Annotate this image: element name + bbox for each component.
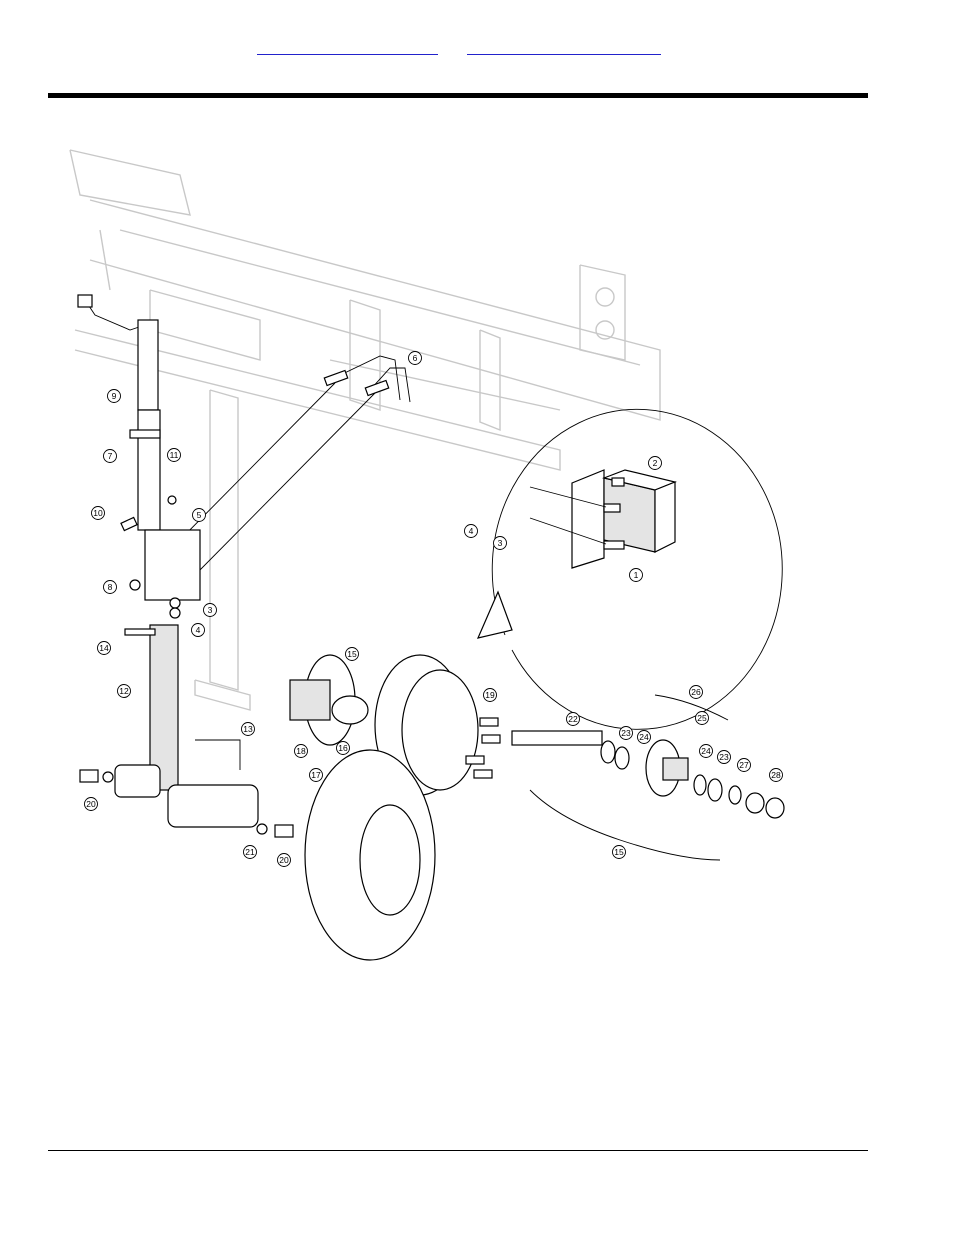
callout-label: 15 [614,847,624,857]
callout-c27: 27 [738,759,751,772]
header-rule [48,93,868,98]
callout-c20a: 20 [85,798,98,811]
callout-c23a: 23 [620,727,633,740]
callout-c7: 7 [104,450,117,463]
callout-label: 13 [243,724,253,734]
callout-c21: 21 [244,846,257,859]
callout-c20b: 20 [278,854,291,867]
callout-label: 4 [469,526,474,536]
footer-rule [48,1150,868,1151]
callout-label: 20 [86,799,96,809]
callout-label: 7 [108,451,113,461]
callout-label: 24 [639,732,649,742]
callout-label: 28 [771,770,781,780]
callout-label: 16 [338,743,348,753]
parts-diagram: 1233445678910111213141515161718192020212… [60,130,820,990]
header-link-1[interactable] [257,44,438,55]
callout-label: 14 [99,643,109,653]
callout-c18: 18 [295,745,308,758]
callout-label: 12 [119,686,129,696]
callout-label: 8 [108,582,113,592]
callout-c25: 25 [696,712,709,725]
callout-c6: 6 [409,352,422,365]
callout-label: 21 [245,847,255,857]
callout-label: 9 [112,391,117,401]
callout-c4b: 4 [192,624,205,637]
callout-label: 23 [719,752,729,762]
callout-c23b: 23 [718,751,731,764]
parts-diagram-svg: 1233445678910111213141515161718192020212… [60,130,820,990]
callout-c16: 16 [337,742,350,755]
callout-c10: 10 [92,507,105,520]
callout-label: 4 [196,625,201,635]
callout-label: 25 [697,713,707,723]
callout-c11: 11 [168,449,181,462]
callout-label: 18 [296,746,306,756]
callout-label: 3 [208,605,213,615]
callout-c3b: 3 [204,604,217,617]
callout-label: 15 [347,649,357,659]
callout-label: 11 [170,450,179,460]
callout-c9: 9 [108,390,121,403]
callout-c2: 2 [649,457,662,470]
callout-c28: 28 [770,769,783,782]
callout-c1: 1 [630,569,643,582]
callout-label: 17 [311,770,321,780]
callout-c13: 13 [242,723,255,736]
callout-c22: 22 [567,713,580,726]
callout-label: 20 [279,855,289,865]
callout-label: 23 [621,728,631,738]
callout-label: 10 [93,508,103,518]
callout-label: 24 [701,746,711,756]
mount-tube [530,470,675,568]
callout-c24b: 24 [700,745,713,758]
callout-c12: 12 [118,685,131,698]
callout-label: 5 [197,510,202,520]
callout-label: 6 [413,353,418,363]
callout-c17: 17 [310,769,323,782]
callout-c8: 8 [104,581,117,594]
callout-label: 1 [634,570,639,580]
callout-c15b: 15 [613,846,626,859]
callout-label: 26 [691,687,701,697]
callout-c19: 19 [484,689,497,702]
callout-label: 3 [498,538,503,548]
callout-label: 22 [568,714,578,724]
wheel-assembly [290,655,500,960]
callout-c3a: 3 [494,537,507,550]
callout-c15a: 15 [346,648,359,661]
callout-label: 27 [739,760,749,770]
callout-label: 19 [485,690,495,700]
callout-label: 2 [653,458,658,468]
callout-c5: 5 [193,509,206,522]
header-link-2[interactable] [467,44,661,55]
callout-c4a: 4 [465,525,478,538]
callout-c24a: 24 [638,731,651,744]
callout-c14: 14 [98,642,111,655]
callout-c26: 26 [690,686,703,699]
